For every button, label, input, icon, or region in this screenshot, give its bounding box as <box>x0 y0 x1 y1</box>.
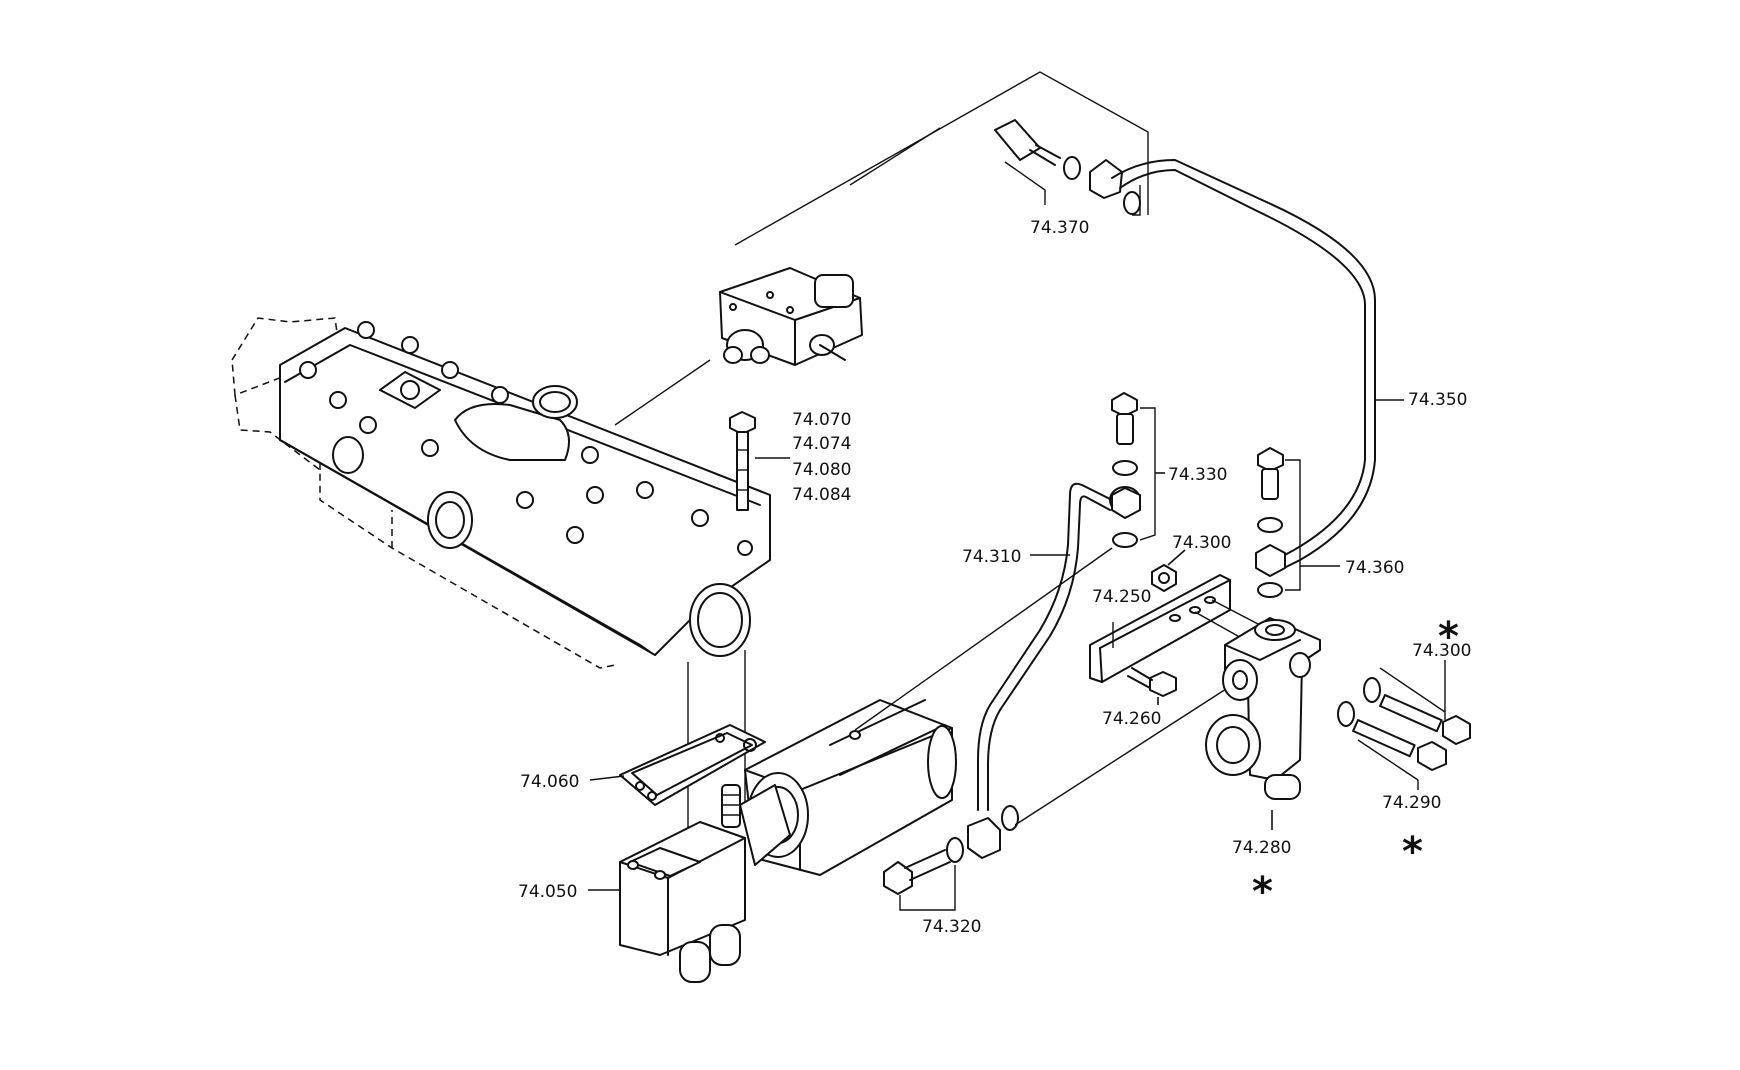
pipe-74-350 <box>1111 159 1376 576</box>
callout-74-280: 74.280 <box>1232 838 1291 858</box>
fitting-74-320 <box>883 679 1241 911</box>
callout-74-330: 74.330 <box>1168 465 1227 485</box>
housing-74-050 <box>588 784 746 983</box>
asterisk-74-280: * <box>1252 869 1273 915</box>
valve-74-280 <box>1205 617 1321 830</box>
asterisk-markers: * * * <box>1252 614 1459 915</box>
fitting-74-330 <box>1109 392 1165 548</box>
callout-74-260: 74.260 <box>1102 709 1161 729</box>
valve-detail <box>719 267 863 366</box>
callout-74-074: 74.074 <box>792 434 851 454</box>
callout-74-050: 74.050 <box>518 882 577 902</box>
callout-74-350: 74.350 <box>1408 390 1467 410</box>
fitting-74-360 <box>1255 447 1340 598</box>
callout-labels: 74.370 74.350 74.070 74.074 74.080 74.08… <box>518 218 1471 937</box>
nut-74-300 <box>1151 549 1186 592</box>
callout-74-360: 74.360 <box>1345 558 1404 578</box>
fitting-74-370 <box>994 119 1141 216</box>
asterisk-74-290: * <box>1402 829 1423 875</box>
asterisk-74-300: * <box>1438 614 1459 660</box>
gasket-74-060 <box>589 724 766 806</box>
pipe-74-310 <box>977 482 1113 811</box>
callout-74-300-bolt: 74.300 <box>1412 641 1471 661</box>
callout-74-060: 74.060 <box>520 772 579 792</box>
bolt-74-070 <box>729 411 790 511</box>
bolt-74-260 <box>1127 667 1177 705</box>
gearbox-cover <box>231 317 771 669</box>
callout-74-080: 74.080 <box>792 460 851 480</box>
callout-74-250: 74.250 <box>1092 587 1151 607</box>
detail-view-frame <box>614 71 1149 426</box>
callout-74-300-nut: 74.300 <box>1172 533 1231 553</box>
actuator-cylinder <box>739 547 1113 876</box>
bracket-74-250 <box>1089 574 1261 683</box>
callout-74-290: 74.290 <box>1382 793 1441 813</box>
callout-74-310: 74.310 <box>962 547 1021 567</box>
callout-74-320: 74.320 <box>922 917 981 937</box>
screws-74-300-74-290 <box>1337 660 1471 790</box>
callout-74-070: 74.070 <box>792 410 851 430</box>
callout-74-084: 74.084 <box>792 485 851 505</box>
callout-74-370: 74.370 <box>1030 218 1089 238</box>
